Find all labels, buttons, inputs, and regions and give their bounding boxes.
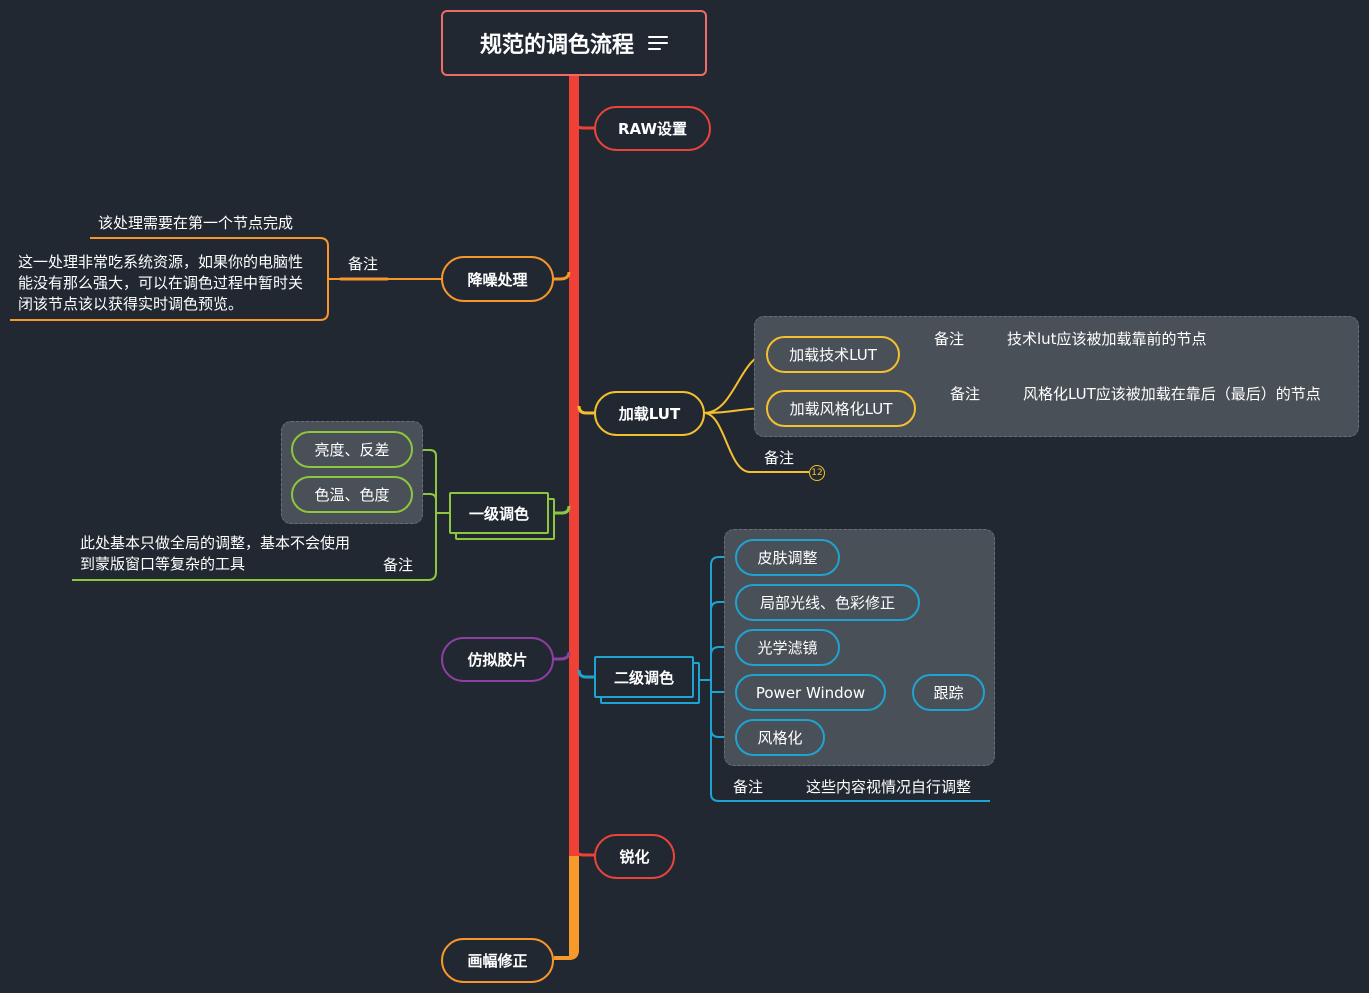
topic-sharpen[interactable]: 锐化 <box>594 834 675 879</box>
edge-lut-note <box>703 412 809 473</box>
root-topic[interactable]: 规范的调色流程 <box>441 10 707 76</box>
edge-lut <box>577 405 595 415</box>
primary-note-label: 备注 <box>383 556 414 574</box>
lut-tech-note: 技术lut应该被加载靠前的节点 <box>1007 330 1207 348</box>
topic-local-correction[interactable]: 局部光线、色彩修正 <box>735 584 920 621</box>
topic-reframe[interactable]: 画幅修正 <box>441 938 554 983</box>
edge-secondary-children <box>693 556 990 802</box>
edge-denoise <box>553 271 571 281</box>
menu-lines-icon[interactable] <box>648 36 668 50</box>
primary-note: 此处基本只做全局的调整，基本不会使用到蒙版窗口等复杂的工具 <box>80 534 351 573</box>
note-count-badge[interactable]: 12 <box>809 465 825 481</box>
edge-primary <box>553 505 571 515</box>
root-title: 规范的调色流程 <box>479 33 634 58</box>
secondary-note: 这些内容视情况自行调整 <box>806 778 972 796</box>
topic-stylize[interactable]: 风格化 <box>735 719 825 756</box>
lut-note-label: 备注 <box>764 449 795 467</box>
lut-style-note-label: 备注 <box>950 385 981 403</box>
topic-secondary-label: 二级调色 <box>613 668 674 687</box>
topic-optical-filter[interactable]: 光学滤镜 <box>735 629 840 666</box>
topic-tracking-label: 跟踪 <box>933 684 964 702</box>
topic-primary[interactable]: 一级调色 <box>449 492 549 534</box>
topic-brightness-contrast-label: 亮度、反差 <box>314 441 390 459</box>
topic-power-window-label: Power Window <box>755 683 866 702</box>
secondary-note-label: 备注 <box>733 778 764 796</box>
topic-skin[interactable]: 皮肤调整 <box>735 539 840 576</box>
topic-temp-tint-label: 色温、色度 <box>314 486 390 504</box>
topic-raw[interactable]: RAW设置 <box>594 106 711 151</box>
topic-film[interactable]: 仿拟胶片 <box>441 637 554 682</box>
topic-stylize-label: 风格化 <box>757 729 803 747</box>
topic-skin-label: 皮肤调整 <box>757 549 818 567</box>
denoise-note-1: 该处理需要在第一个节点完成 <box>98 214 294 232</box>
denoise-note-bracket <box>10 237 329 321</box>
topic-brightness-contrast[interactable]: 亮度、反差 <box>291 431 413 468</box>
topic-lut[interactable]: 加载LUT <box>594 391 705 436</box>
topic-denoise[interactable]: 降噪处理 <box>441 256 554 302</box>
edge-raw <box>572 119 595 130</box>
edge-primary-children <box>72 449 450 581</box>
edge-secondary <box>577 669 596 679</box>
topic-lut-style-label: 加载风格化LUT <box>789 400 893 418</box>
topic-power-window[interactable]: Power Window <box>735 674 886 711</box>
topic-lut-tech-label: 加载技术LUT <box>789 346 877 364</box>
lut-style-note: 风格化LUT应该被加载在靠后（最后）的节点 <box>1023 385 1321 403</box>
topic-lut-tech[interactable]: 加载技术LUT <box>766 336 900 373</box>
denoise-note-2: 这一处理非常吃系统资源，如果你的电脑性能没有那么强大，可以在调色过程中暂时关闭该… <box>18 253 304 313</box>
trunk-orange <box>554 856 579 960</box>
topic-raw-label: RAW设置 <box>617 120 688 138</box>
topic-temp-tint[interactable]: 色温、色度 <box>291 476 413 513</box>
lut-tech-note-label: 备注 <box>934 330 965 348</box>
trunk-red <box>569 76 579 856</box>
topic-sharpen-label: 锐化 <box>619 848 650 866</box>
denoise-note-label: 备注 <box>348 255 379 273</box>
edge-film <box>553 651 571 661</box>
topic-denoise-label: 降噪处理 <box>467 270 528 289</box>
topic-optical-filter-label: 光学滤镜 <box>757 639 818 657</box>
topic-lut-label: 加载LUT <box>618 405 681 423</box>
topic-primary-label: 一级调色 <box>468 504 529 523</box>
topic-reframe-label: 画幅修正 <box>467 952 528 970</box>
edge-sharpen <box>572 845 595 857</box>
topic-lut-style[interactable]: 加载风格化LUT <box>766 390 916 427</box>
topic-tracking[interactable]: 跟踪 <box>912 674 985 711</box>
topic-local-correction-label: 局部光线、色彩修正 <box>759 594 895 612</box>
topic-secondary[interactable]: 二级调色 <box>594 656 694 698</box>
topic-film-label: 仿拟胶片 <box>467 651 528 669</box>
